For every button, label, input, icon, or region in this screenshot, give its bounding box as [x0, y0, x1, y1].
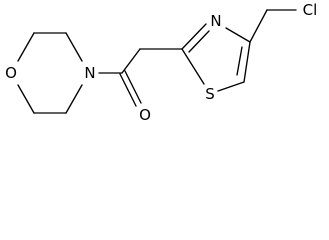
bond	[121, 48, 141, 74]
morpholine-ring	[17, 32, 83, 114]
chlorine-label: Cl	[303, 1, 318, 19]
bond	[181, 48, 205, 85]
bond	[243, 41, 251, 83]
bond	[65, 32, 83, 62]
bond	[217, 81, 245, 92]
inner-double-bond	[188, 30, 210, 53]
morpholine-nitrogen-label: N	[84, 64, 95, 82]
carbonyl-oxygen-label: O	[139, 106, 151, 124]
bond	[181, 23, 207, 50]
carbonyl-double-bond	[119, 73, 137, 107]
bond	[17, 32, 35, 62]
inner-double-bond	[236, 46, 243, 76]
thiazole-sulfur-label: S	[205, 85, 215, 103]
bond	[249, 9, 268, 43]
bond	[65, 84, 83, 114]
thiazole-ring	[181, 23, 251, 92]
structure-diagram: O N O S N Cl	[5, 1, 318, 124]
bond	[17, 84, 35, 114]
chloromethyl-group	[249, 9, 297, 43]
carbonyl-double-bond	[124, 70, 142, 104]
morpholine-oxygen-label: O	[5, 64, 17, 82]
bond	[225, 27, 251, 43]
amide-linker	[98, 48, 183, 107]
thiazole-nitrogen-label: N	[210, 12, 221, 30]
